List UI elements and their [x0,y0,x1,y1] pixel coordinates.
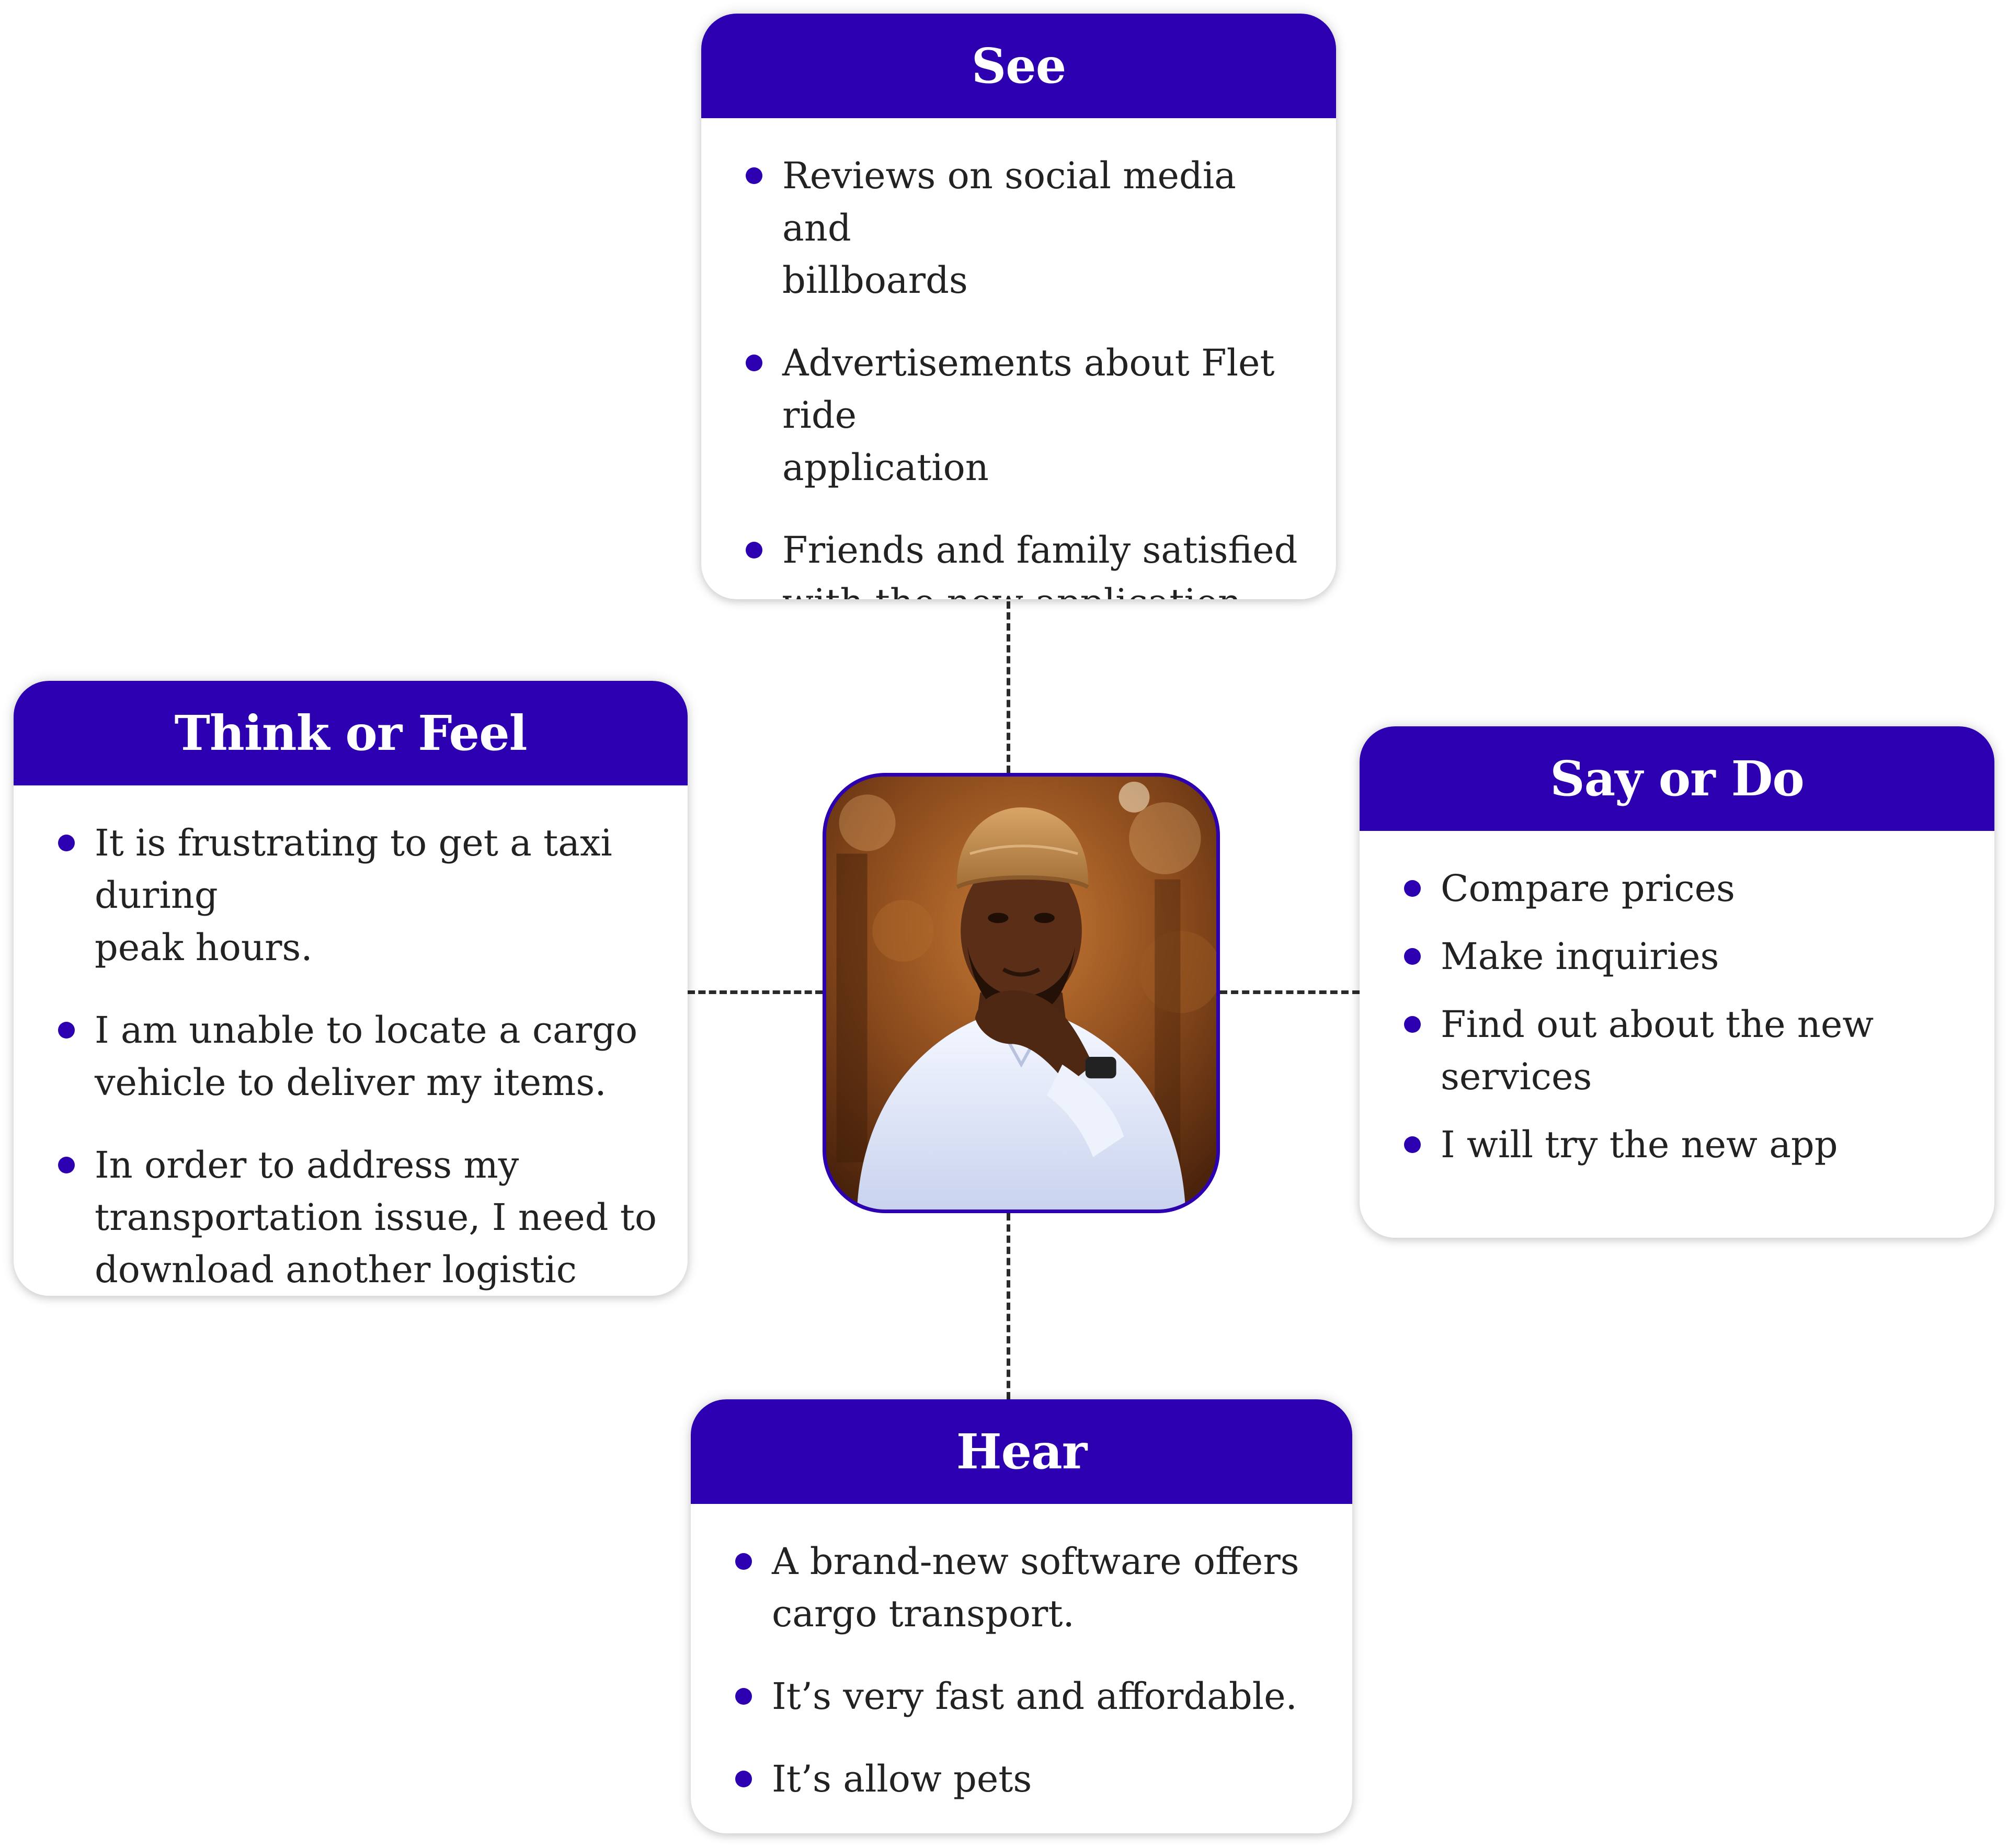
connector-right [1220,990,1360,994]
card-hear-list: A brand-new software offers cargo transpo… [691,1504,1352,1805]
bullet-icon [1404,948,1421,965]
list-item: Friends and family satisfied with the new… [701,524,1310,599]
list-item: Advertisements about Flet ride applicatio… [701,337,1310,494]
card-think-or-feel-title: Think or Feel [14,681,688,785]
bullet-icon [58,1022,75,1039]
list-item-text: Advertisements about Flet ride [782,341,1275,437]
list-item-text: peak hours. [95,926,313,969]
list-item-text: Friends and family satisfied [782,529,1298,572]
bullet-icon [746,167,762,184]
bullet-icon [1404,1136,1421,1153]
bullet-icon [1404,880,1421,897]
connector-left [688,990,823,994]
list-item-text: Find out about the new services [1441,1003,1874,1098]
list-item-text: I will try the new app [1441,1123,1838,1166]
list-item-text: It is frustrating to get a taxi during [95,822,612,917]
list-item: In order to address my transportation iss… [14,1139,661,1296]
list-item-text: billboards [782,259,968,302]
list-item: I will try the new app [1360,1119,1968,1171]
list-item-text: It’s allow pets [772,1758,1032,1800]
card-see-title: See [701,14,1336,118]
card-see: See Reviews on social media and billboard… [701,14,1336,599]
list-item-text: cargo transport. [772,1592,1075,1635]
list-item: It is frustrating to get a taxi during pe… [14,817,661,974]
list-item: It’s very fast and affordable. [691,1670,1326,1722]
list-item-text: I am unable to locate a cargo [95,1009,638,1052]
card-hear: Hear A brand-new software offers cargo tr… [691,1399,1352,1833]
bullet-icon [735,1688,752,1705]
card-think-or-feel: Think or Feel It is frustrating to get a… [14,681,688,1296]
list-item-text: Reviews on social media and [782,154,1236,249]
list-item: Compare prices [1360,862,1968,915]
list-item: It’s allow pets [691,1753,1326,1805]
bullet-icon [1404,1016,1421,1033]
list-item-text: In order to address my [95,1144,519,1187]
list-item: I am unable to locate a cargo vehicle to … [14,1004,661,1109]
list-item-text: download another logistic app. [95,1248,577,1291]
list-item-text: with the new application [782,581,1241,599]
list-item-text: application [782,446,989,489]
connector-top [1007,601,1010,773]
list-item: Make inquiries [1360,930,1968,983]
card-think-or-feel-list: It is frustrating to get a taxi during pe… [14,785,688,1296]
list-item-text: Compare prices [1441,867,1735,910]
bullet-icon [735,1553,752,1570]
list-item-text: Make inquiries [1441,935,1719,978]
list-item: A brand-new software offers cargo transpo… [691,1535,1326,1640]
bullet-icon [735,1771,752,1787]
bullet-icon [746,355,762,371]
bullet-icon [58,835,75,851]
bullet-icon [58,1157,75,1173]
card-say-or-do-title: Say or Do [1360,726,1994,831]
list-item-text: A brand-new software offers [772,1540,1299,1583]
list-item-text: It’s very fast and affordable. [772,1675,1297,1718]
card-hear-title: Hear [691,1399,1352,1504]
list-item: Find out about the new services [1360,998,1968,1103]
person-portrait [823,773,1220,1213]
connector-bottom [1007,1213,1010,1399]
list-item: Reviews on social media and billboards [701,150,1310,306]
bullet-icon [746,542,762,558]
list-item-text: vehicle to deliver my items. [95,1061,607,1104]
portrait-illustration [826,777,1216,1210]
list-item-text: transportation issue, I need to [95,1196,657,1239]
